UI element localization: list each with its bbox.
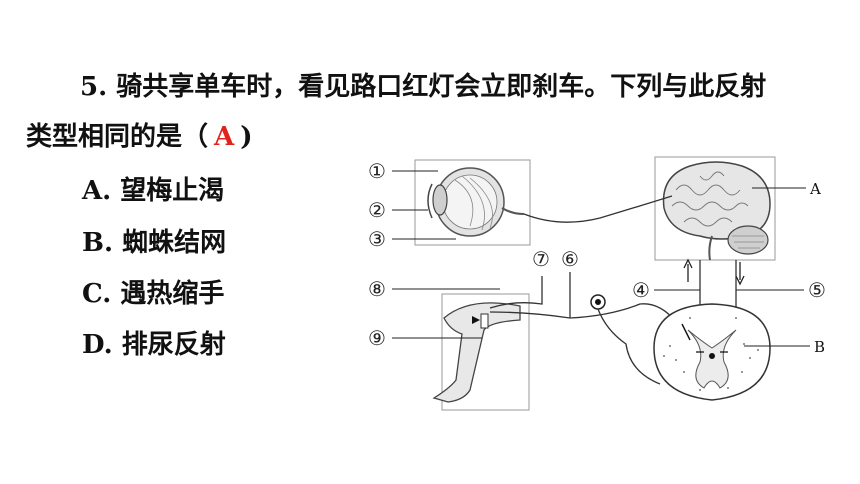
option-label: D. xyxy=(82,330,113,360)
question-number: 5. xyxy=(80,72,108,102)
marker-5: ⑤ xyxy=(808,278,826,302)
nerve-pathways xyxy=(489,272,677,385)
brain-illustration xyxy=(654,156,776,261)
question-close-paren: ) xyxy=(240,122,253,152)
option-label: A. xyxy=(82,176,112,206)
question-line-2: 类型相同的是（A) xyxy=(26,116,253,153)
option-label: B. xyxy=(82,228,114,258)
marker-6: ⑥ xyxy=(561,247,579,271)
option-text: 排尿反射 xyxy=(121,330,226,360)
spinal-cord-section xyxy=(653,303,771,401)
marker-4: ④ xyxy=(632,278,650,302)
option-b: B. 蜘蛛结网 xyxy=(82,222,226,259)
option-a: A. 望梅止渴 xyxy=(82,170,224,207)
label-b: B xyxy=(814,338,825,356)
marker-2: ② xyxy=(368,198,386,222)
eye-illustration xyxy=(414,159,531,246)
marker-8: ⑧ xyxy=(368,277,386,301)
question-text-cont: 类型相同的是（ xyxy=(26,122,209,152)
question-text: 骑共享单车时，看见路口红灯会立即刹车。下列与此反射 xyxy=(116,72,767,102)
marker-3: ③ xyxy=(368,227,386,251)
option-text: 遇热缩手 xyxy=(120,279,225,309)
answer-mark: A xyxy=(214,122,235,152)
option-d: D. 排尿反射 xyxy=(82,324,226,361)
marker-7: ⑦ xyxy=(532,247,550,271)
option-text: 蜘蛛结网 xyxy=(122,228,227,258)
marker-9: ⑨ xyxy=(368,326,386,350)
option-text: 望梅止渴 xyxy=(120,176,225,206)
marker-1: ① xyxy=(368,159,386,183)
label-a: A xyxy=(809,180,821,198)
leg-illustration xyxy=(432,293,530,411)
tract-arrows xyxy=(683,258,745,320)
question-line-1: 5. 骑共享单车时，看见路口红灯会立即刹车。下列与此反射 xyxy=(80,66,766,103)
option-label: C. xyxy=(82,279,112,309)
option-c: C. 遇热缩手 xyxy=(82,273,224,310)
